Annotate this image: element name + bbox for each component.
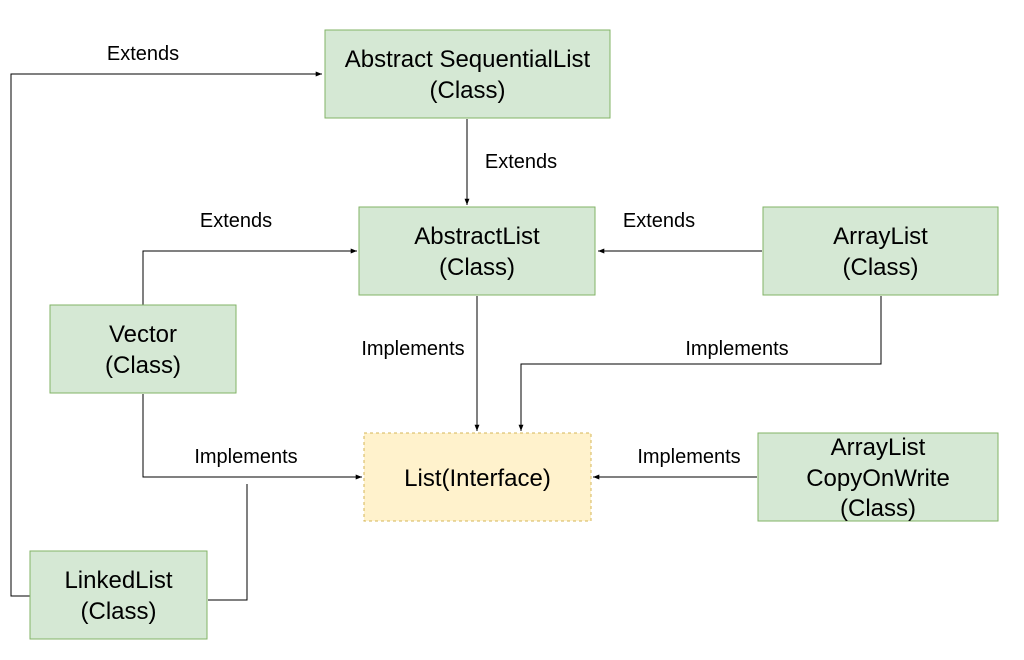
- node-kind: (Class): [843, 254, 919, 281]
- node-list-interface[interactable]: List(Interface): [363, 432, 592, 522]
- node-linked-list[interactable]: LinkedList (Class): [29, 550, 208, 640]
- node-abstract-list[interactable]: AbstractList (Class): [358, 206, 596, 296]
- edge-vector-extends-abstractlist: Extends: [142, 210, 357, 305]
- edge-arraylistcow-implements-list: Implements: [593, 446, 757, 480]
- edge-label: Implements: [194, 446, 297, 468]
- node-array-list-copy-on-write[interactable]: ArrayList CopyOnWrite (Class): [757, 432, 999, 522]
- edge-arraylist-implements-list: Implements: [518, 296, 882, 431]
- edge-vector-implements-list: Implements: [142, 394, 362, 601]
- node-kind: (Class): [430, 77, 506, 104]
- node-title: AbstractList: [414, 223, 540, 250]
- edge-linkedlist-extends-abstractsequentiallist: Extends: [10, 43, 322, 597]
- edge-arraylist-extends-abstractlist: Extends: [598, 210, 762, 254]
- edge-linkedlist-implements-join: [208, 484, 248, 601]
- node-array-list[interactable]: ArrayList (Class): [762, 206, 999, 296]
- edge-label: Extends: [200, 210, 272, 232]
- edge-abstractlist-implements-list: Implements: [361, 296, 480, 431]
- node-title: Vector: [109, 321, 177, 348]
- edge-abstractsequentiallist-extends-abstractlist: Extends: [464, 119, 557, 205]
- edges: Extends Extends Extends Extends Implemen…: [10, 43, 882, 601]
- node-kind: (Class): [840, 495, 916, 522]
- node-title: ArrayList: [831, 434, 926, 461]
- nodes: Abstract SequentialList (Class) Abstract…: [29, 29, 999, 640]
- edge-label: Implements: [685, 338, 788, 360]
- node-kind: (Class): [105, 352, 181, 379]
- edge-label: Extends: [623, 210, 695, 232]
- edge-label: Implements: [361, 338, 464, 360]
- node-title: List(Interface): [404, 465, 551, 492]
- node-title: LinkedList: [64, 567, 172, 594]
- edge-label: Extends: [107, 43, 179, 65]
- node-title: ArrayList: [833, 223, 928, 250]
- node-subtitle: CopyOnWrite: [806, 465, 950, 492]
- node-title: Abstract SequentialList: [345, 46, 591, 73]
- edge-label: Implements: [637, 446, 740, 468]
- node-abstract-sequential-list[interactable]: Abstract SequentialList (Class): [324, 29, 611, 119]
- edge-label: Extends: [485, 151, 557, 173]
- node-kind: (Class): [439, 254, 515, 281]
- node-vector[interactable]: Vector (Class): [49, 304, 237, 394]
- node-kind: (Class): [81, 598, 157, 625]
